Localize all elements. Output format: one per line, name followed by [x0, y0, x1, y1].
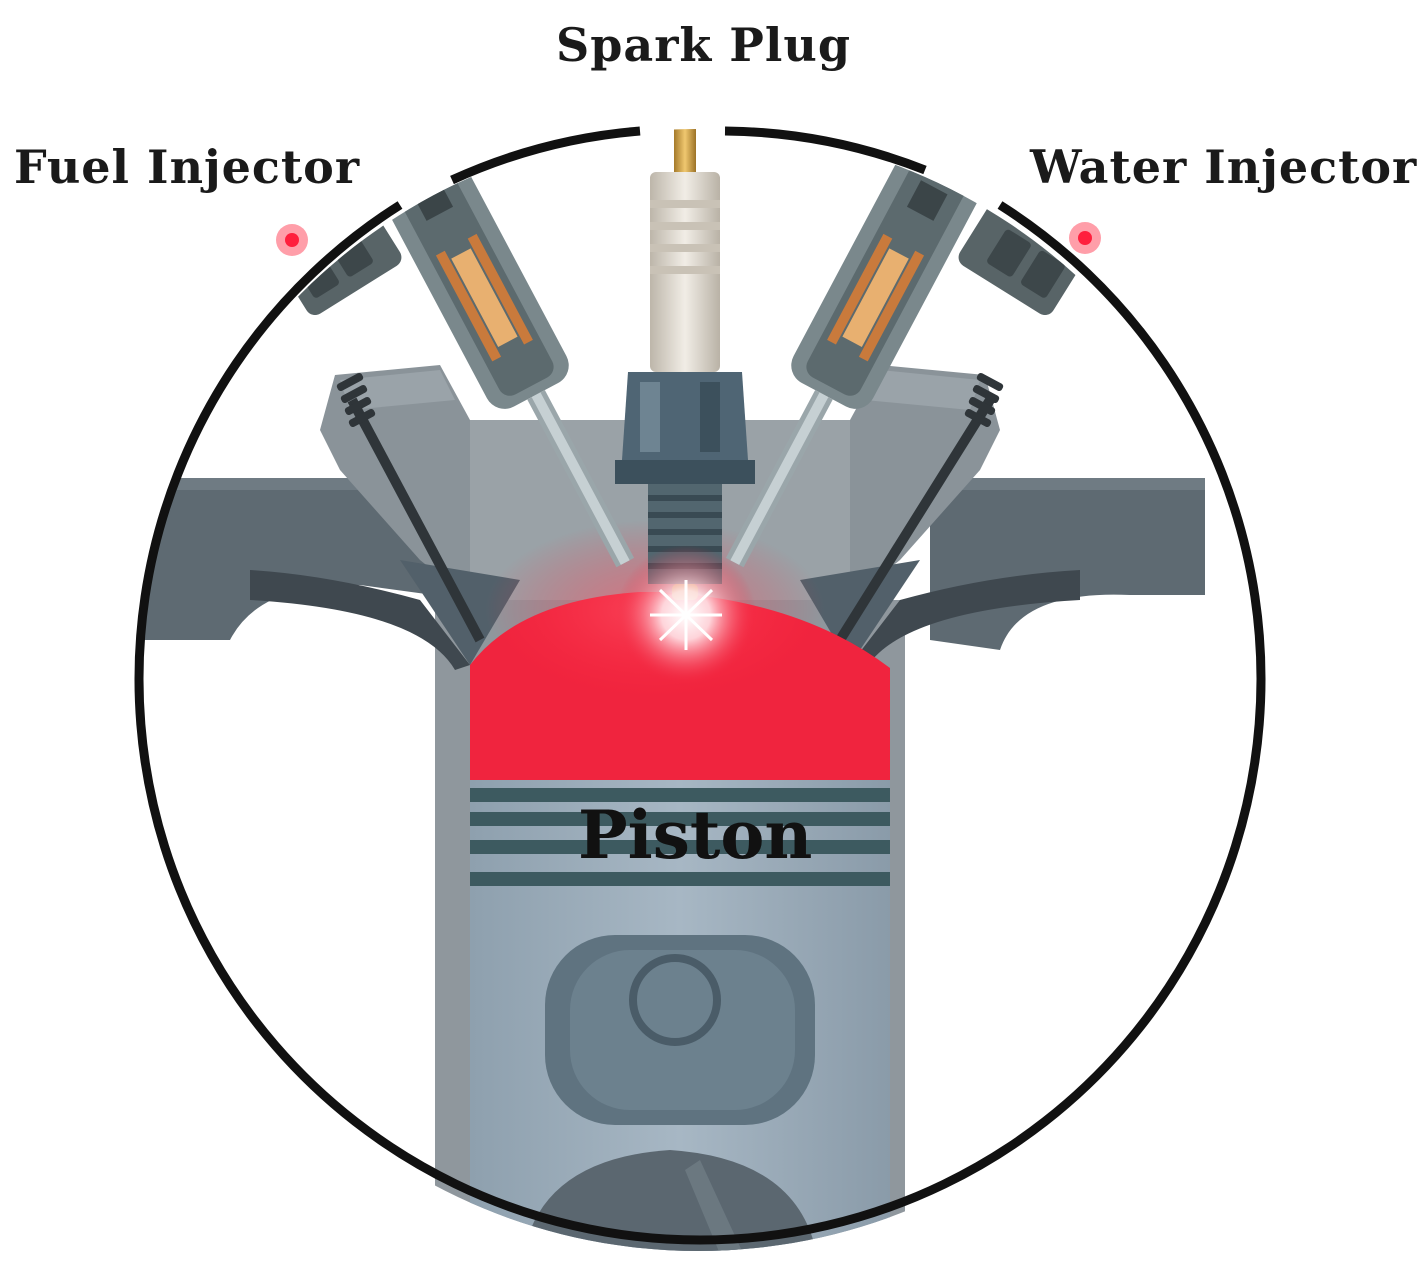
water-injector-label: Water Injector	[1030, 140, 1418, 194]
fuel-injector	[278, 142, 635, 568]
spark-plug-label: Spark Plug	[556, 18, 851, 72]
fuel-injector-label: Fuel Injector	[14, 140, 361, 194]
spark-flash	[616, 545, 756, 685]
exhaust-valve	[800, 372, 1080, 670]
fuel-injector-signal-glow	[276, 224, 308, 256]
circle-frame	[134, 126, 1266, 1245]
water-injector-signal-glow	[1069, 222, 1101, 254]
piston	[470, 780, 890, 1251]
intake-valve	[250, 372, 520, 670]
water-injector	[725, 142, 1082, 568]
right-valve-guide	[850, 365, 1000, 600]
piston-label: Piston	[578, 796, 813, 874]
exhaust-port	[930, 478, 1205, 650]
